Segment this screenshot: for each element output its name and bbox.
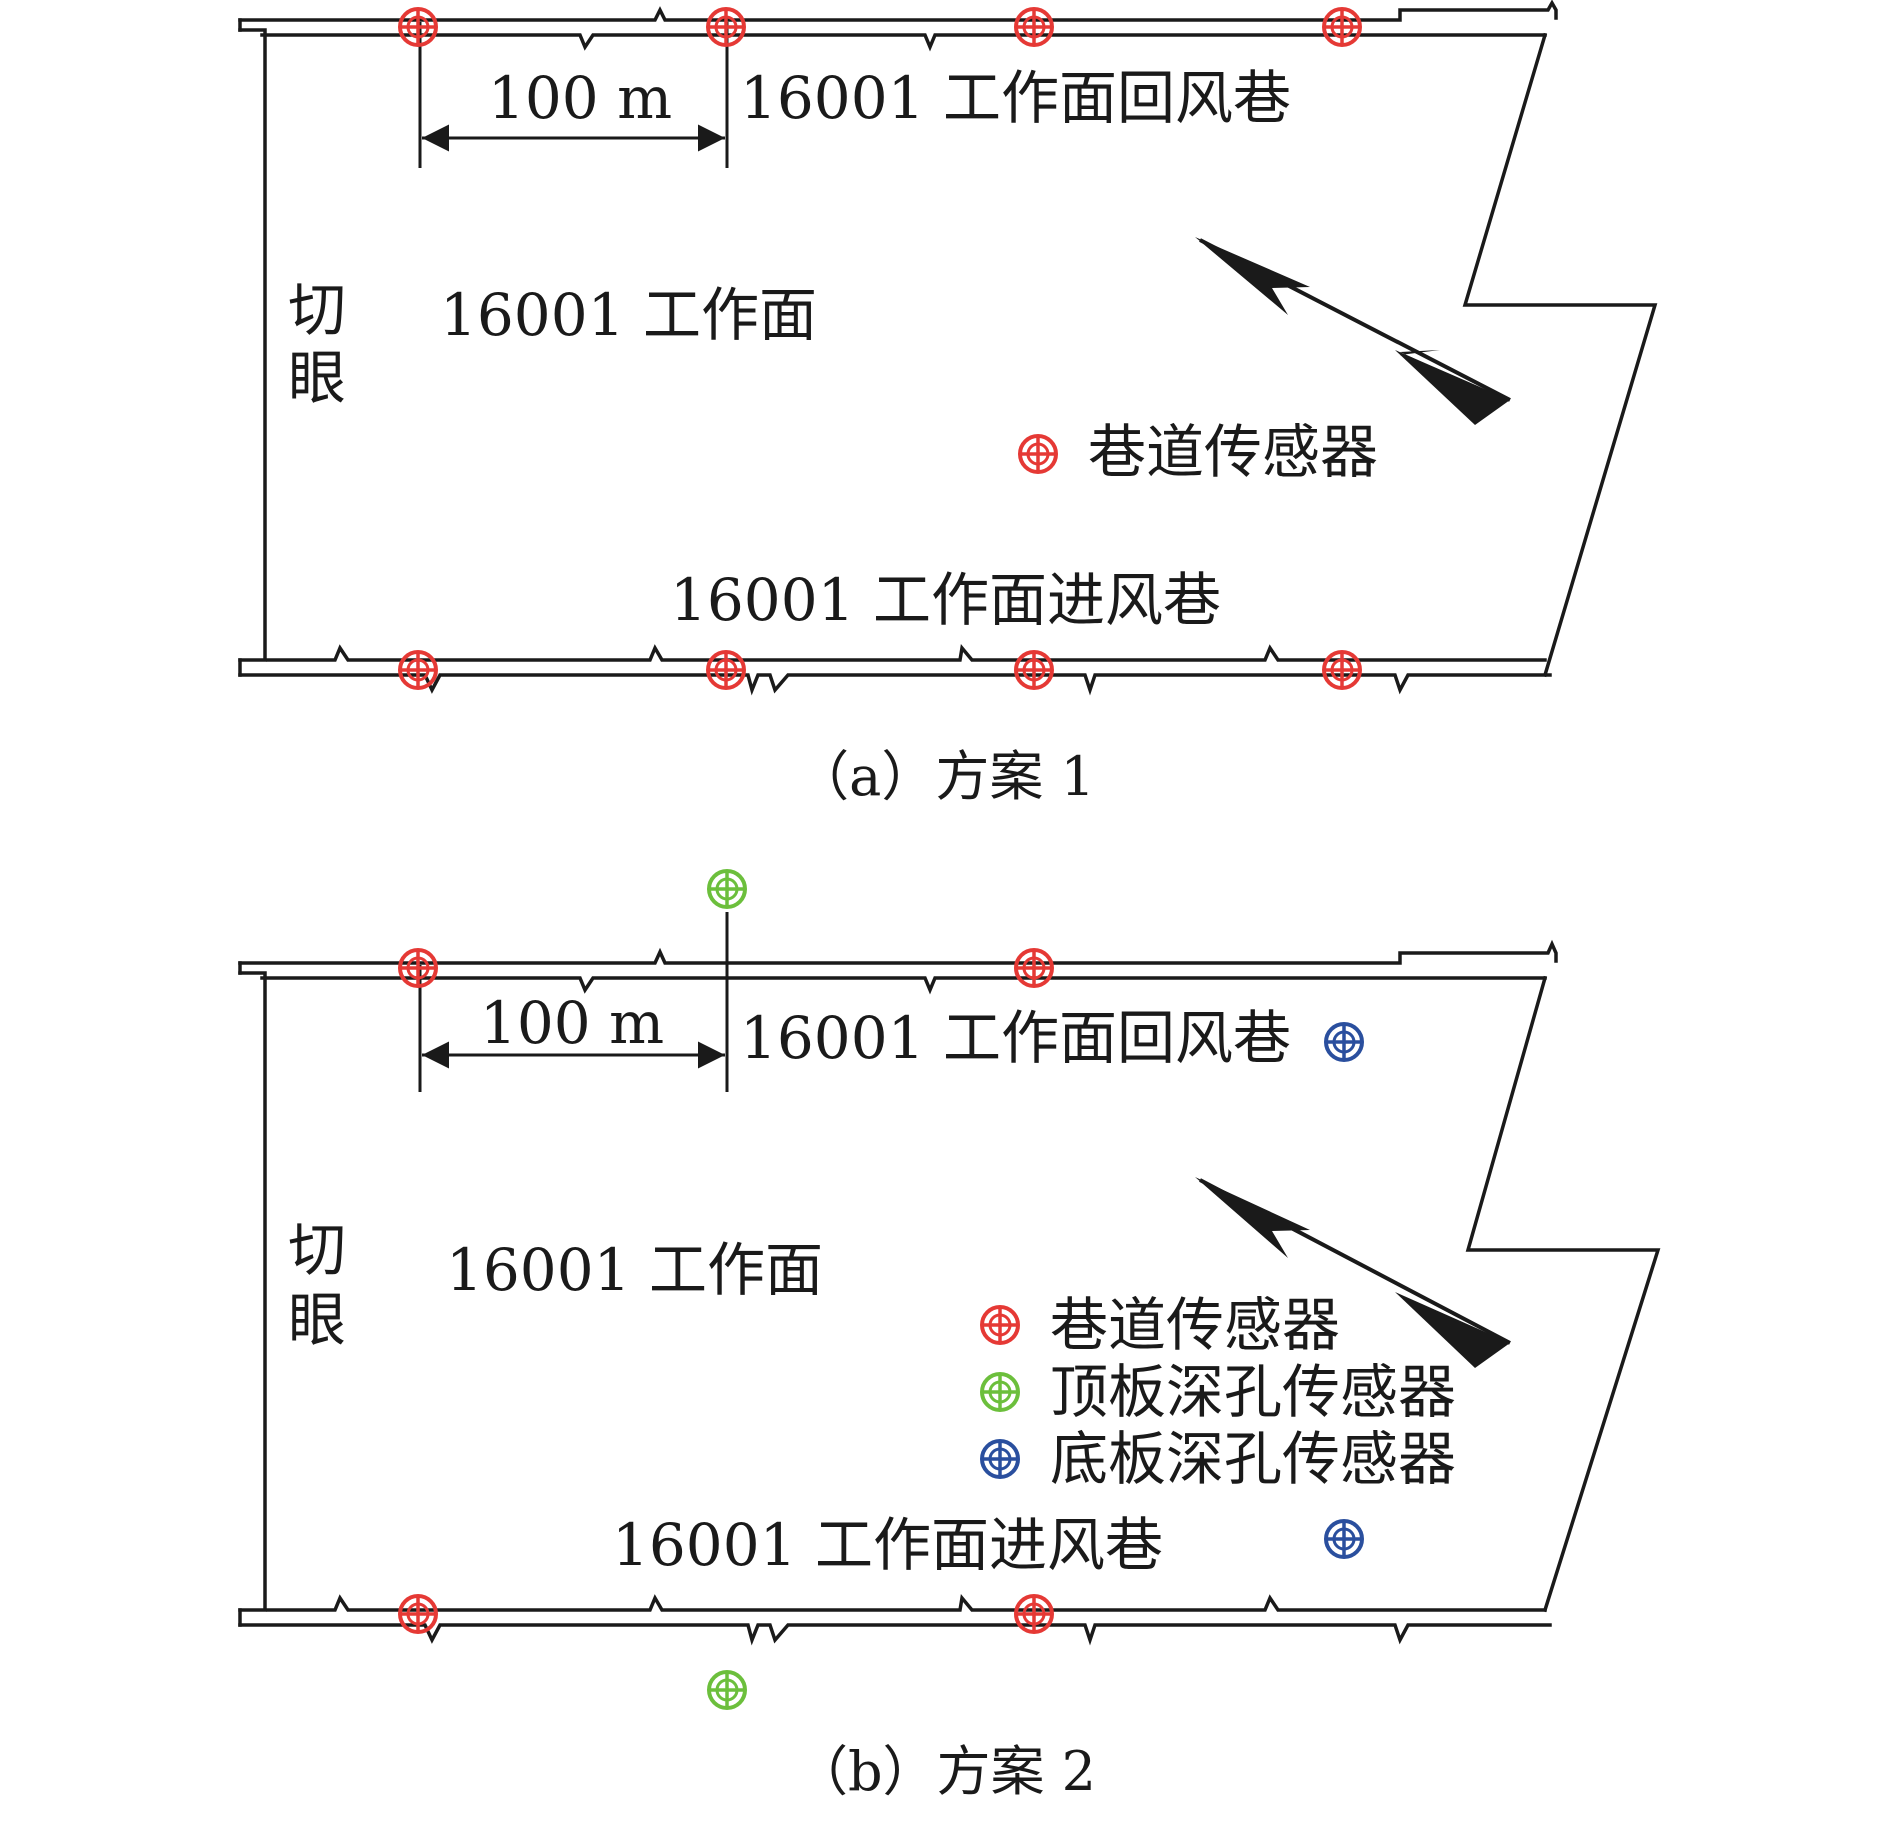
panel-a-dimension: 100 m bbox=[418, 22, 729, 168]
floor-sensor-icon bbox=[1324, 1519, 1364, 1559]
roadway-sensor-icon bbox=[1322, 7, 1362, 47]
panel-b-return-airway-label: 16001 工作面回风巷 bbox=[740, 1004, 1291, 1072]
roadway-sensor-icon bbox=[706, 650, 746, 690]
panel-a-working-face-label: 16001 工作面 bbox=[440, 281, 817, 349]
roadway-sensor-icon bbox=[1014, 948, 1054, 988]
panel-a-advance-arrow bbox=[1195, 237, 1511, 425]
roadway-sensor-icon bbox=[1014, 7, 1054, 47]
panel-a-spacing-label: 100 m bbox=[488, 64, 672, 132]
panel-b-legend-floor-sensor: 底板深孔传感器 bbox=[1050, 1425, 1456, 1493]
panel-b-cut-char-2: 眼 bbox=[288, 1286, 346, 1354]
panel-b-advance-arrow bbox=[1195, 1177, 1511, 1368]
legend-roadway-sensor-icon bbox=[1018, 434, 1058, 474]
roof-sensor-icon bbox=[707, 869, 747, 909]
roadway-sensor-icon bbox=[398, 948, 438, 988]
roof-sensor-icon bbox=[707, 1670, 747, 1710]
panel-b-legend-roof-sensor: 顶板深孔传感器 bbox=[1050, 1358, 1456, 1426]
panel-b-legend: 巷道传感器 顶板深孔传感器 底板深孔传感器 bbox=[980, 1291, 1456, 1493]
legend-roof-sensor-icon bbox=[980, 1372, 1020, 1412]
roadway-sensor-icon bbox=[1014, 650, 1054, 690]
panel-b-caption: （b）方案 2 bbox=[794, 1740, 1096, 1803]
legend-roadway-sensor-icon bbox=[980, 1305, 1020, 1345]
roadway-sensor-icon bbox=[1322, 650, 1362, 690]
panel-a-caption: （a）方案 1 bbox=[795, 745, 1095, 808]
panel-b-dimension: 100 m bbox=[418, 912, 729, 1092]
panel-a-cut-char-1: 切 bbox=[288, 276, 346, 344]
roadway-sensor-icon bbox=[1014, 1594, 1054, 1634]
panel-a: 100 m 16001 工作面回风巷 16001 工作面 切 眼 16001 工… bbox=[238, 0, 1658, 808]
panel-b: 100 m 16001 工作面回风巷 16001 工作面 切 眼 16001 工… bbox=[238, 869, 1661, 1803]
panel-a-legend-roadway-sensor: 巷道传感器 bbox=[1088, 418, 1378, 486]
roadway-sensor-icon bbox=[398, 1594, 438, 1634]
panel-b-intake-airway-label: 16001 工作面进风巷 bbox=[612, 1511, 1163, 1579]
floor-sensor-icon bbox=[1324, 1022, 1364, 1062]
panel-b-legend-roadway-sensor: 巷道传感器 bbox=[1050, 1291, 1340, 1359]
roadway-sensor-icon bbox=[398, 7, 438, 47]
panel-b-spacing-label: 100 m bbox=[480, 989, 664, 1057]
panel-a-cut-char-2: 眼 bbox=[288, 344, 346, 412]
panel-a-roadway-walls bbox=[238, 0, 1658, 696]
panel-a-legend: 巷道传感器 bbox=[1018, 418, 1378, 486]
legend-floor-sensor-icon bbox=[980, 1439, 1020, 1479]
roadway-sensor-icon bbox=[706, 7, 746, 47]
panel-b-working-face-label: 16001 工作面 bbox=[446, 1236, 823, 1304]
roadway-sensor-icon bbox=[398, 650, 438, 690]
panel-a-return-airway-label: 16001 工作面回风巷 bbox=[740, 64, 1291, 132]
panel-a-intake-airway-label: 16001 工作面进风巷 bbox=[670, 566, 1221, 634]
panel-b-cut-char-1: 切 bbox=[288, 1216, 346, 1284]
panel-b-roadway-walls bbox=[238, 939, 1661, 1646]
